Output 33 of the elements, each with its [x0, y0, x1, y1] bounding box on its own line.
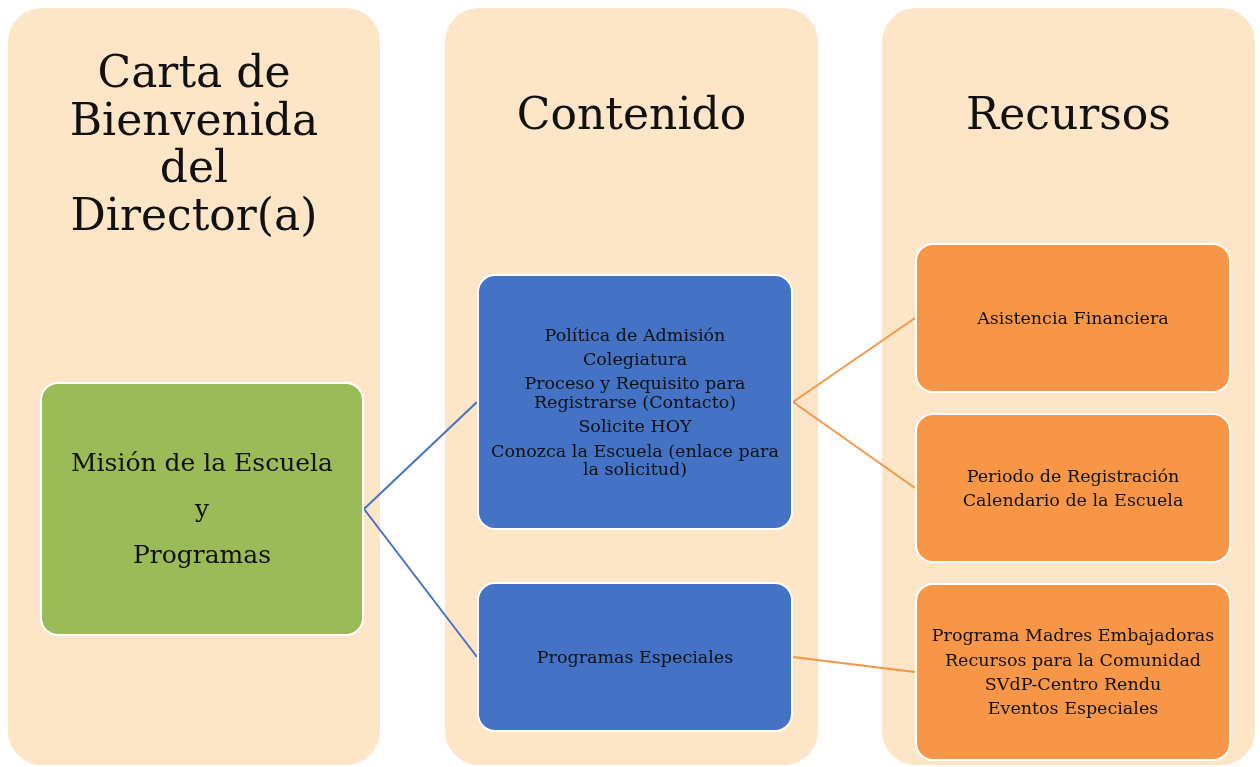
box-text: Solicite HOY [578, 417, 692, 436]
connector-line [792, 656, 916, 673]
box-text: Programa Madres Embajadoras [931, 626, 1215, 645]
resource-box [915, 583, 1231, 761]
column-panel [8, 8, 380, 765]
box-text: Colegiatura [582, 350, 688, 369]
box-text: y [194, 495, 210, 523]
column-heading: Contenido [515, 90, 748, 138]
box-text: Eventos Especiales [987, 699, 1159, 718]
connector-line [363, 401, 478, 510]
box-text: Política de Admisión [544, 325, 726, 345]
content-box [477, 274, 793, 530]
box-text: Programas [132, 542, 272, 569]
box-text: Misión de la Escuela [71, 449, 333, 476]
column-panel [445, 8, 818, 765]
resource-box [915, 413, 1231, 563]
column-heading: Carta de Bienvenida del Director(a) [68, 48, 320, 239]
box-text: Periodo de Registración [966, 466, 1180, 485]
box-text: Proceso y Requisito para Registrarse (Contacto) [523, 374, 747, 412]
box-text: Recursos para la Comunidad [944, 650, 1202, 669]
box-text: Programas Especiales [536, 647, 734, 667]
mission-box [40, 382, 364, 636]
box-text: Conozca la Escuela (enlace para la solicitud) [490, 441, 780, 479]
content-box [477, 582, 793, 732]
box-text: SVdP-Centro Rendu [984, 675, 1162, 694]
box-text: Asistencia Financiera [977, 308, 1169, 328]
resource-box [915, 243, 1231, 393]
connector-line [792, 401, 916, 489]
column-heading: Recursos [965, 90, 1172, 138]
connector-line [792, 317, 916, 403]
box-text: Calendario de la Escuela [962, 491, 1184, 510]
column-panel [882, 8, 1255, 765]
connector-line [363, 508, 478, 658]
